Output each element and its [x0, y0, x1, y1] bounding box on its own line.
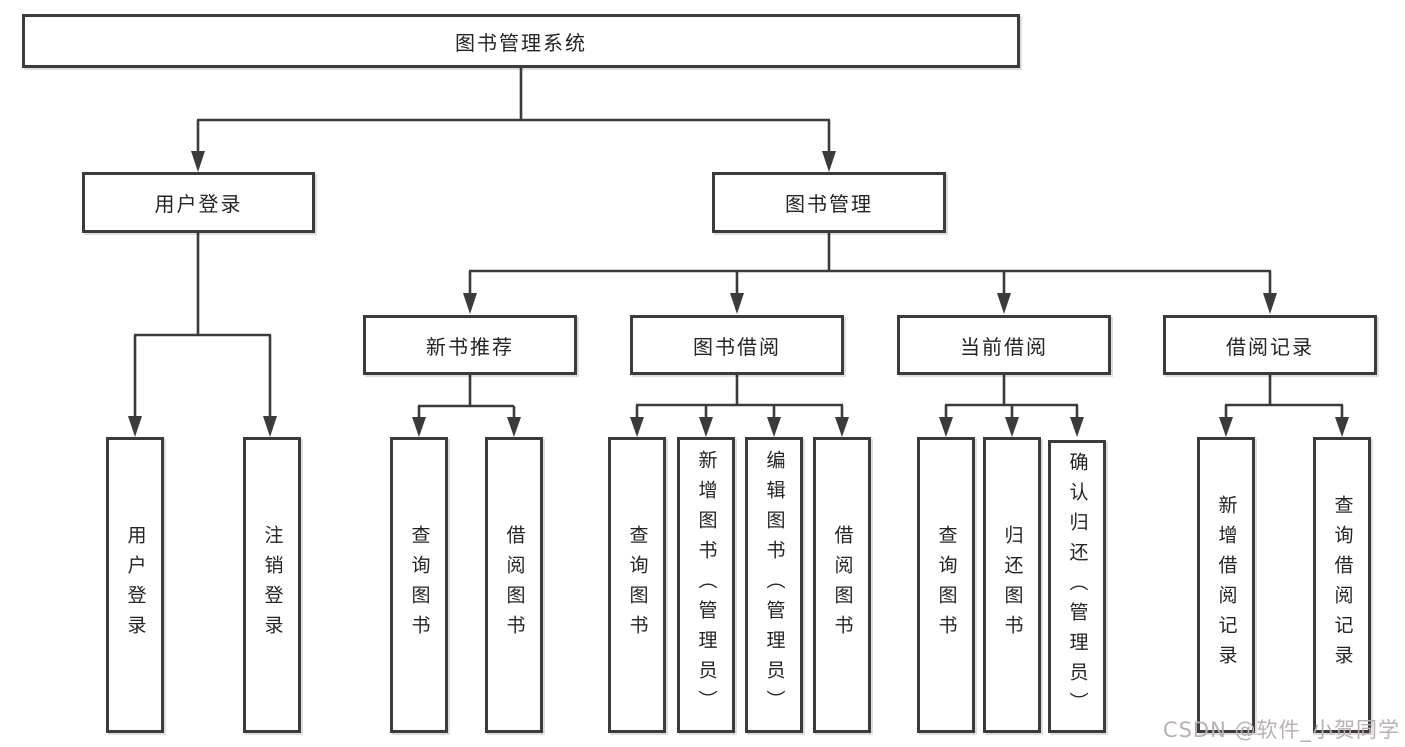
- node-new-book-recommend: 新书推荐: [363, 315, 577, 375]
- leaf-cb-return-books: 归还图书: [983, 437, 1041, 733]
- node-book-management: 图书管理: [712, 172, 946, 233]
- arrowhead-icons: [128, 151, 1349, 437]
- leaf-bb-query-books: 查询图书: [608, 437, 666, 733]
- leaf-cb-query-books: 查询图书: [917, 437, 975, 733]
- leaf-logout: 注销登录: [243, 437, 301, 733]
- leaf-bb-add-books-admin: 新增图书（管理员）: [677, 437, 735, 733]
- node-current-borrow: 当前借阅: [897, 315, 1111, 375]
- leaf-br-add-record: 新增借阅记录: [1197, 437, 1255, 733]
- node-root: 图书管理系统: [22, 14, 1020, 68]
- leaf-cb-confirm-return-admin: 确认归还（管理员）: [1048, 440, 1106, 733]
- leaf-bb-borrow-books: 借阅图书: [813, 437, 871, 733]
- leaf-bb-edit-books-admin: 编辑图书（管理员）: [745, 437, 803, 733]
- node-book-borrow: 图书借阅: [630, 315, 844, 375]
- leaf-br-query-record: 查询借阅记录: [1313, 437, 1371, 733]
- node-borrow-records: 借阅记录: [1163, 315, 1377, 375]
- node-user-login-branch: 用户登录: [82, 172, 315, 233]
- leaf-nbr-query-books: 查询图书: [390, 437, 448, 733]
- leaf-nbr-borrow-books: 借阅图书: [485, 437, 543, 733]
- leaf-user-login: 用户登录: [106, 437, 164, 733]
